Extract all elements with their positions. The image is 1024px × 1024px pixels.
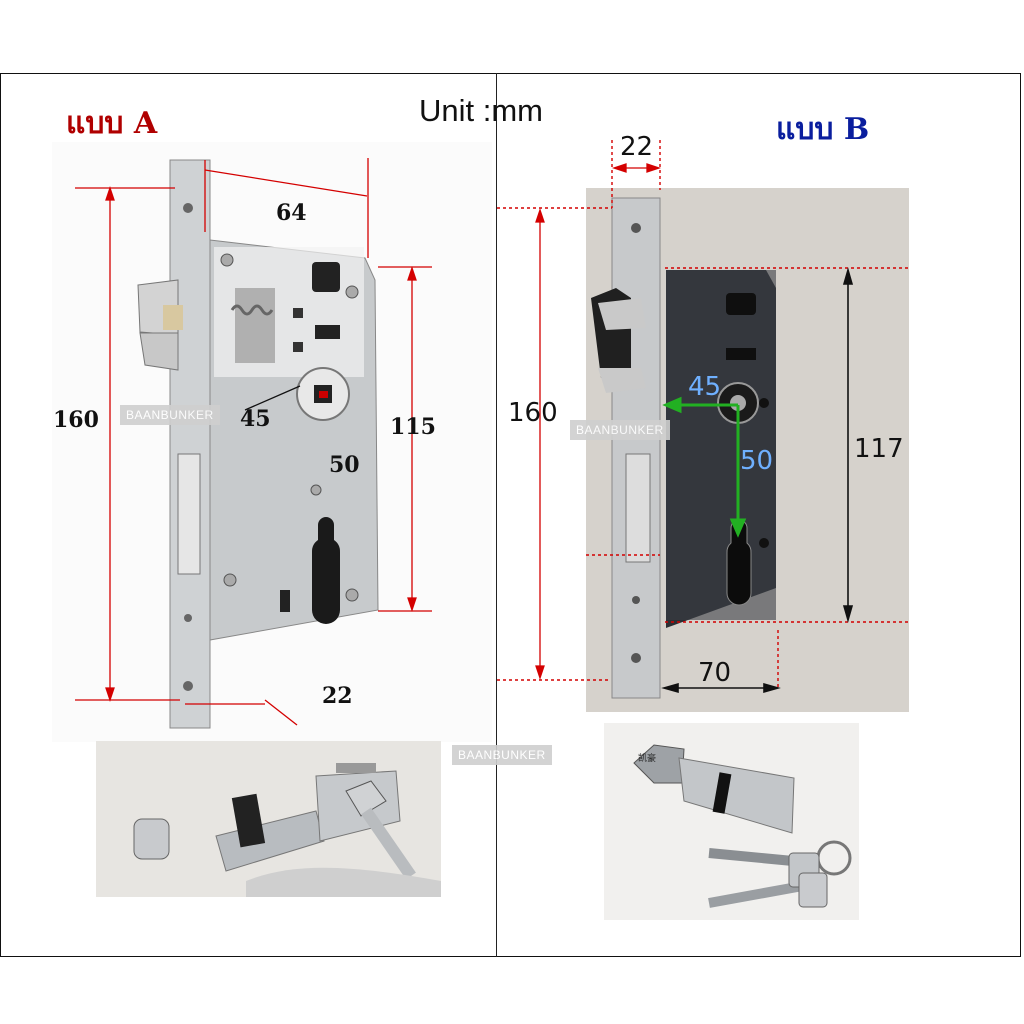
- lock-a-faceplate: 22: [322, 683, 353, 709]
- lock-a-height: 160: [53, 407, 99, 433]
- watermark: BAANBUNKER: [120, 405, 220, 425]
- lock-b-faceplate: 22: [620, 132, 654, 162]
- title-a: แบบ A: [66, 106, 158, 141]
- center-divider: [496, 73, 497, 957]
- lock-b-center-distance: 50: [740, 446, 774, 476]
- watermark: BAANBUNKER: [452, 745, 552, 765]
- lock-a-case-height: 115: [390, 414, 436, 440]
- unit-label: Unit :mm: [419, 93, 543, 128]
- lock-b-backset: 45: [688, 372, 722, 402]
- lock-a-backset: 45: [240, 406, 271, 432]
- lock-b-width: 70: [698, 658, 732, 688]
- cylinder-a-photo: [96, 741, 441, 897]
- outer-frame: [0, 73, 1021, 957]
- lock-a-width: 64: [276, 200, 307, 226]
- lock-a-center-distance: 50: [329, 452, 360, 478]
- cylinder-b-photo: 凯豪: [604, 723, 859, 920]
- title-b: แบบ B: [776, 112, 870, 147]
- cylinder-b-mark: 凯豪: [638, 753, 657, 763]
- lock-b-height: 160: [508, 398, 558, 428]
- watermark: BAANBUNKER: [570, 420, 670, 440]
- lock-b-photo: [586, 188, 909, 712]
- lock-b-case-height: 117: [854, 434, 904, 464]
